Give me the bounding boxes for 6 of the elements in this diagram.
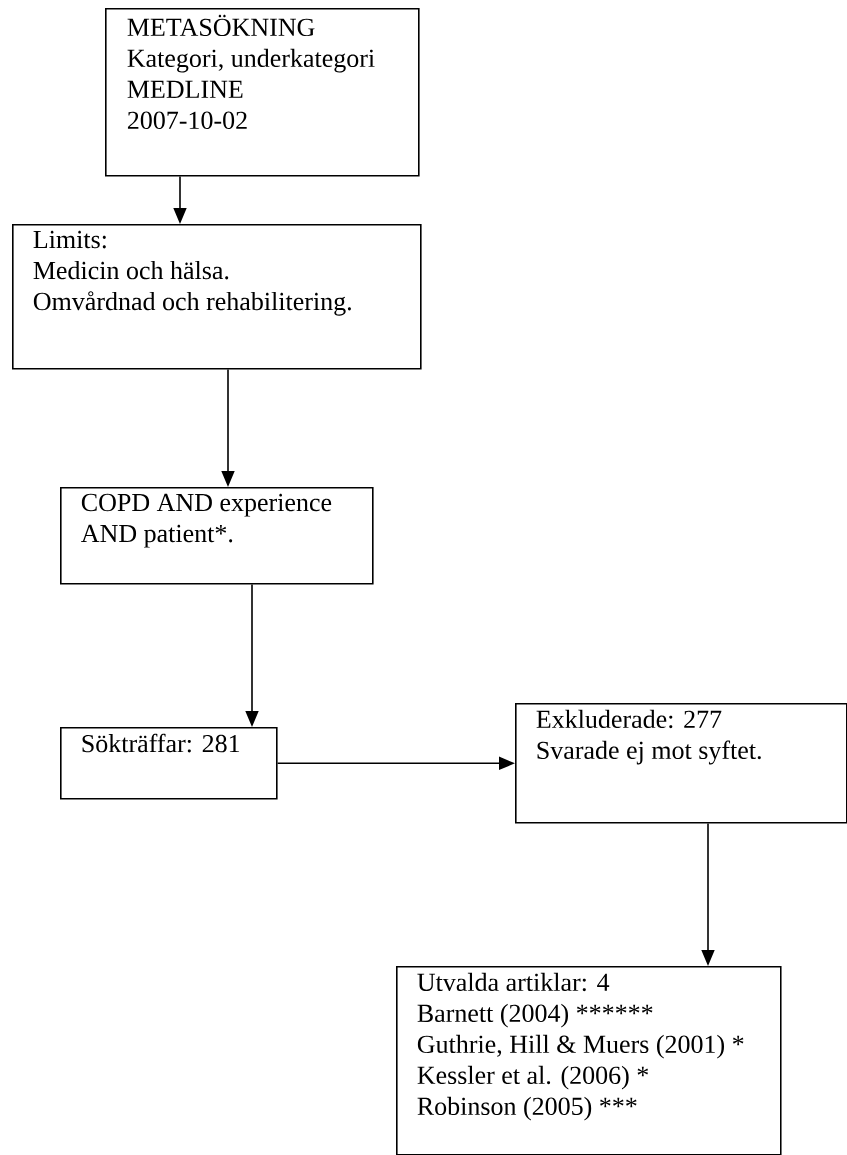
- process-box: Utvalda artiklar: 4 Barnett (2004) ****** Guthrie, Hill & Muers (2001) * Kessler et al. (2006) * Robinson (2005) ***: [396, 966, 782, 1155]
- process-box: Exkluderade: 277 Svarade ej mot syftet.: [515, 703, 847, 824]
- process-box: COPD AND experience AND patient*.: [60, 487, 374, 585]
- process-box: METASÖKNING Kategori, underkategori MEDLINE 2007-10-02: [105, 8, 420, 177]
- process-box: Sökträffar: 281: [60, 727, 278, 800]
- process-box: Limits: Medicin och hälsa. Omvårdnad och rehabilitering.: [12, 224, 422, 370]
